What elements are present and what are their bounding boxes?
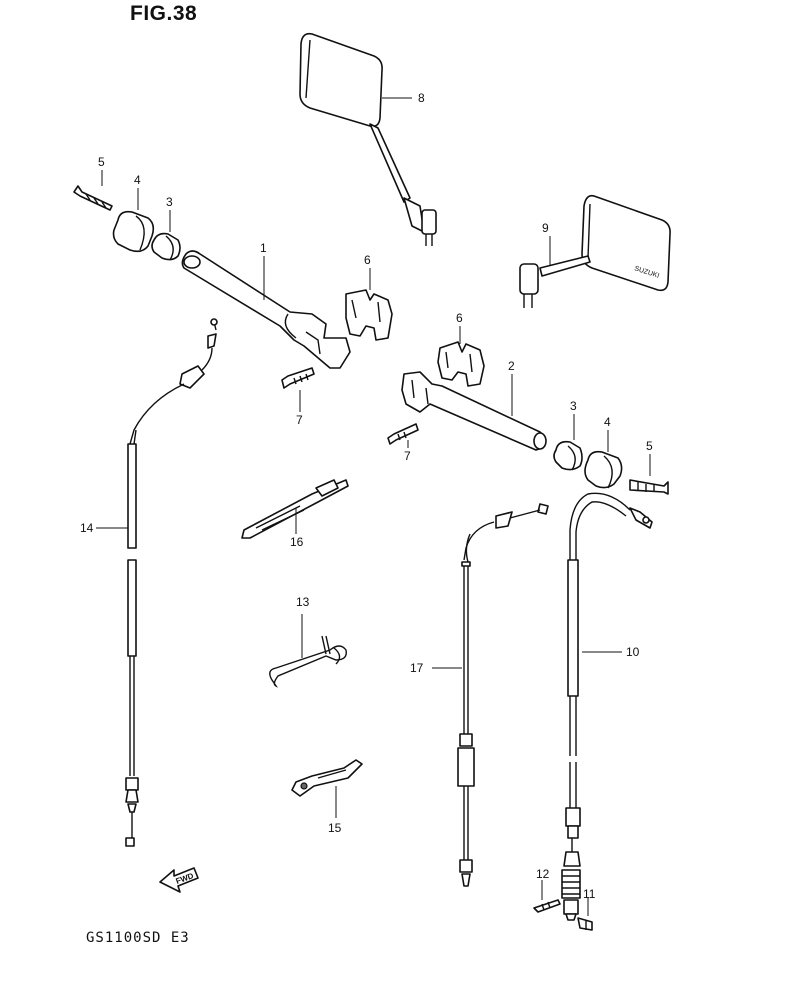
callout-5-left: 5: [98, 155, 105, 169]
mirror-right[interactable]: SUZUKI: [519, 194, 671, 308]
callout-7-right: 7: [404, 449, 411, 463]
callout-4-left: 4: [134, 173, 141, 187]
spacer-3-left[interactable]: [151, 232, 181, 261]
screw-12[interactable]: [533, 899, 561, 913]
callout-13: 13: [296, 595, 310, 609]
callout-9: 9: [542, 221, 549, 235]
callout-6-right: 6: [456, 311, 463, 325]
handlebar-2-right[interactable]: [401, 371, 547, 451]
spacer-3-right[interactable]: [553, 440, 583, 471]
bracket-15[interactable]: [291, 759, 363, 797]
callout-16: 16: [290, 535, 304, 549]
cable-17[interactable]: [457, 503, 549, 887]
figure-title: FIG.38: [130, 2, 198, 25]
clamp-6-left[interactable]: [345, 289, 393, 341]
mirror-left[interactable]: [299, 32, 437, 246]
callout-12: 12: [536, 867, 550, 881]
strap-16[interactable]: [241, 479, 349, 539]
handlebar-1-left[interactable]: [181, 250, 351, 369]
callout-2: 2: [508, 359, 515, 373]
callout-5-right: 5: [646, 439, 653, 453]
nut-11[interactable]: [577, 917, 593, 931]
callout-10: 10: [626, 645, 640, 659]
callout-8: 8: [418, 91, 425, 105]
bolt-5-left[interactable]: [73, 185, 113, 211]
balancer-4-left[interactable]: [112, 210, 155, 253]
cable-14[interactable]: [125, 318, 218, 847]
callout-14: 14: [80, 521, 94, 535]
clamp-6-right[interactable]: [437, 341, 485, 387]
clip-13[interactable]: [269, 635, 347, 688]
callout-3-right: 3: [570, 399, 577, 413]
callout-11: 11: [583, 887, 596, 901]
callout-3-left: 3: [166, 195, 173, 209]
bolt-7-left[interactable]: [281, 367, 315, 389]
callout-17: 17: [410, 661, 424, 675]
cable-10[interactable]: [561, 492, 653, 921]
callout-4-right: 4: [604, 415, 611, 429]
callout-7-left: 7: [296, 413, 303, 427]
model-code: GS1100SD E3: [86, 930, 190, 946]
callout-1: 1: [260, 241, 267, 255]
callout-6-left: 6: [364, 253, 371, 267]
callout-15: 15: [328, 821, 342, 835]
bolt-7-right[interactable]: [387, 423, 419, 445]
bolt-5-right[interactable]: [629, 479, 669, 495]
front-direction-arrow: FWD: [159, 867, 199, 893]
balancer-4-right[interactable]: [584, 450, 623, 489]
